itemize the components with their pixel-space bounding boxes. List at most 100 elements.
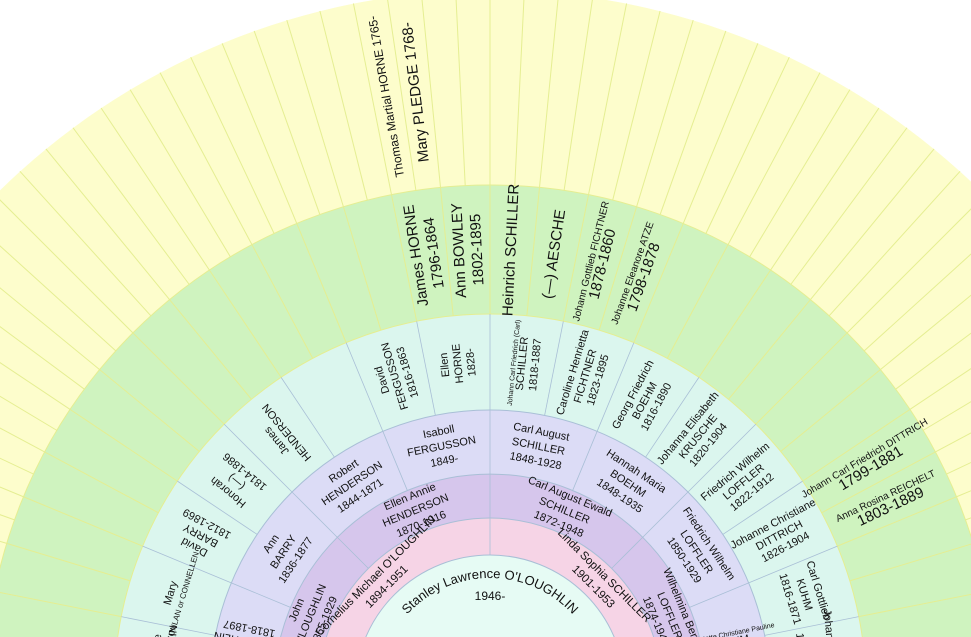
slot-divider (0, 457, 34, 475)
slot-divider (291, 491, 338, 538)
slot-divider (698, 269, 771, 378)
slot-divider (251, 244, 314, 359)
slot-divider (382, 431, 408, 491)
person-text: 1818-1887 (527, 338, 544, 392)
generation-ring-3 (215, 410, 765, 637)
slot-divider (121, 616, 216, 636)
slot-divider (689, 582, 749, 608)
person-text: 1828- (464, 347, 479, 377)
gen4-person-8: Johann Carl Friedrich (Carl)SCHILLER1818… (507, 320, 544, 407)
generation-ring-0 (365, 555, 615, 637)
generation-ring-1 (326, 518, 654, 637)
slot-divider (390, 194, 418, 322)
slot-divider (682, 43, 759, 224)
person-text: 1802-1895 (467, 213, 487, 285)
slot-divider (336, 536, 369, 569)
slot-divider (19, 170, 152, 317)
slot-divider (0, 287, 100, 371)
slot-divider (129, 89, 231, 258)
slot-divider (0, 427, 45, 453)
slot-divider (858, 593, 971, 618)
slot-divider (909, 368, 971, 410)
generation-ring-5 (0, 185, 971, 637)
person-text: KUHM (716, 633, 750, 637)
person-text: Ann BOWLEY (448, 203, 470, 299)
person-text: Laurence (148, 634, 164, 637)
slot-divider (722, 480, 803, 535)
slot-divider (142, 545, 232, 584)
slot-divider (223, 423, 293, 493)
slot-divider (99, 369, 200, 452)
slot-divider (0, 592, 122, 618)
person-text: 1849- (430, 453, 460, 470)
generation-ring-2 (280, 474, 700, 637)
slot-divider (190, 56, 275, 234)
slot-divider (539, 0, 559, 188)
slot-divider (895, 332, 971, 390)
slot-divider (572, 431, 598, 491)
root-person-dates: 1946- (475, 589, 506, 603)
slot-divider (0, 245, 117, 352)
slot-divider (562, 194, 590, 322)
slot-divider (6, 542, 131, 582)
slot-divider (922, 401, 971, 431)
slot-divider (514, 0, 525, 186)
slot-divider (802, 409, 911, 482)
slot-divider (863, 253, 971, 352)
slot-divider (221, 43, 298, 224)
slot-divider (132, 332, 225, 425)
slot-divider (44, 451, 159, 514)
slot-divider (563, 0, 593, 191)
slot-divider (345, 342, 384, 432)
slot-divider (526, 187, 540, 316)
person-text: HORNE (450, 343, 466, 384)
slot-divider (253, 30, 321, 215)
slot-divider (728, 299, 811, 400)
slot-divider (169, 299, 252, 400)
slot-divider (764, 616, 859, 636)
person-text: 1838-1902 (793, 633, 810, 637)
slot-divider (596, 342, 635, 432)
slot-divider (455, 0, 466, 186)
slot-divider (642, 491, 689, 538)
slot-divider (100, 107, 210, 271)
slot-divider (780, 369, 881, 452)
slot-divider (612, 10, 661, 201)
slot-divider (633, 223, 684, 343)
slot-divider (159, 72, 253, 245)
slot-divider (231, 582, 291, 608)
slot-divider (280, 377, 335, 458)
slot-divider (598, 206, 638, 331)
slot-divider (727, 72, 821, 245)
slot-divider (821, 451, 936, 514)
slot-divider (770, 107, 880, 271)
slot-divider (421, 0, 441, 188)
slot-divider (837, 496, 957, 547)
slot-divider (69, 409, 178, 482)
person-text: Heinrich SCHILLER (499, 183, 522, 316)
slot-divider (849, 543, 971, 582)
gen5-person-2: Heinrich SCHILLER (499, 183, 522, 316)
slot-divider (588, 3, 628, 195)
slot-divider (342, 206, 382, 331)
slot-divider (387, 0, 417, 191)
slot-divider (440, 187, 454, 316)
slot-divider (790, 127, 908, 285)
slot-divider (666, 244, 729, 359)
slot-divider (209, 269, 282, 378)
slot-divider (72, 127, 190, 285)
slot-divider (23, 496, 143, 547)
person-text: SCHILLER (514, 336, 531, 391)
slot-divider (749, 89, 851, 258)
slot-divider (880, 294, 971, 371)
slot-divider (0, 325, 85, 390)
slot-divider (645, 377, 700, 458)
slot-divider (416, 321, 436, 416)
slot-divider (687, 423, 757, 493)
slot-divider (748, 545, 838, 584)
slot-divider (319, 10, 368, 201)
